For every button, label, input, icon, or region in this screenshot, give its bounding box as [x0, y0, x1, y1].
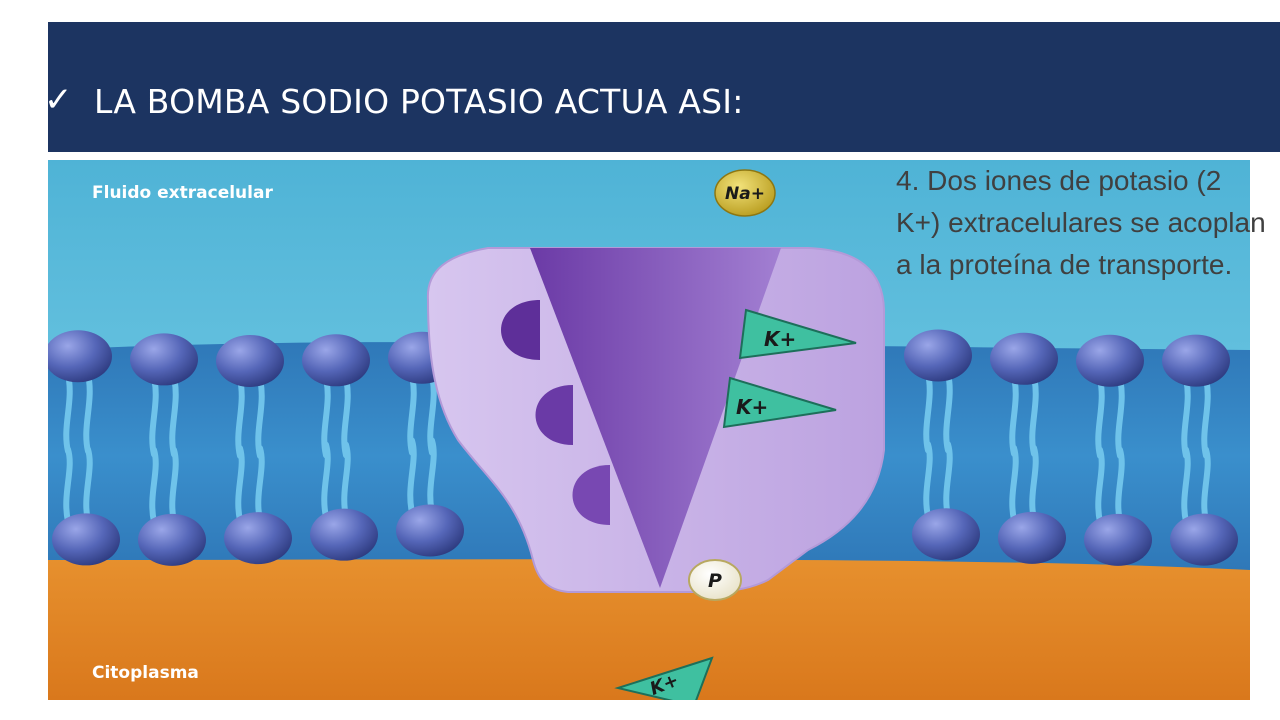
protein-channel	[530, 248, 781, 588]
lipid-head	[1084, 513, 1152, 566]
potassium-label-2: K+	[736, 395, 768, 419]
lipid-tail	[149, 446, 159, 525]
lipid-tail	[169, 374, 179, 458]
lipid-tail	[169, 446, 179, 525]
checkmark-icon: ✓	[44, 80, 73, 120]
phosphate-group: P	[688, 559, 742, 601]
lipid-tail	[1115, 375, 1125, 459]
lipid-heads-upper	[48, 329, 1230, 387]
lipid-tail	[1029, 444, 1039, 523]
lipid-tail	[1181, 375, 1191, 459]
lipid-head	[48, 330, 112, 383]
lipid-tail	[83, 371, 93, 455]
lipid-head	[1076, 334, 1144, 387]
lipid-head	[224, 512, 292, 565]
lipid-tail	[1095, 375, 1105, 459]
lipid-tail	[1009, 444, 1019, 523]
binding-site-2	[535, 385, 573, 445]
potassium-ion-bound-1: K+	[738, 308, 857, 360]
sodium-ion: Na+	[714, 169, 776, 217]
potassium-label-1: K+	[764, 327, 796, 351]
lipid-head	[310, 508, 378, 561]
lipid-tail	[83, 446, 93, 525]
extracellular-label: Fluido extracelular	[92, 183, 273, 203]
lipid-head	[1170, 513, 1238, 566]
phosphate-label: P	[708, 570, 722, 592]
lipid-tail	[341, 441, 351, 520]
lipid-head	[396, 504, 464, 557]
sodium-label: Na+	[725, 184, 765, 204]
lipid-tail	[1095, 446, 1105, 525]
slide-title: LA BOMBA SODIO POTASIO ACTUA ASI:	[94, 82, 744, 121]
title-bar	[48, 22, 1280, 152]
lipid-head	[138, 513, 206, 566]
potassium-ion-bound-2: K+	[722, 376, 837, 429]
lipid-tail	[255, 445, 265, 524]
step-caption: 4. Dos iones de potasio (2 K+) extracelu…	[896, 165, 1266, 280]
lipid-tail	[235, 375, 245, 459]
lipid-head	[904, 329, 972, 382]
lipid-tail	[1029, 373, 1039, 457]
sodium-potassium-pump-diagram: K+ K+ Na+ P K+ Fluido extracelu	[48, 160, 1250, 700]
lipid-tail	[63, 371, 73, 455]
binding-site-3	[572, 465, 610, 525]
lipid-tail	[321, 441, 331, 520]
potassium-ion-cytoplasm: K+	[614, 656, 714, 700]
lipid-tail	[1009, 373, 1019, 457]
lipid-tail	[427, 437, 437, 516]
lipid-tail	[1201, 446, 1211, 525]
lipid-heads-lower	[52, 504, 1238, 566]
lipid-tail	[943, 441, 953, 520]
lipid-tail	[943, 370, 953, 454]
lipid-head	[1162, 334, 1230, 387]
cytoplasm-label: Citoplasma	[92, 663, 199, 683]
lipid-tail	[1115, 446, 1125, 525]
lipid-tail	[1181, 446, 1191, 525]
lipid-head	[130, 333, 198, 386]
lipid-head	[302, 334, 370, 387]
binding-site-1	[501, 300, 540, 360]
lipid-tail	[923, 441, 933, 520]
lipid-head	[216, 334, 284, 387]
lipid-head	[912, 508, 980, 561]
lipid-tail	[235, 445, 245, 524]
lipid-tail	[63, 446, 73, 525]
lipid-tail	[1201, 375, 1211, 459]
lipid-tail	[255, 375, 265, 459]
lipid-tail	[923, 370, 933, 454]
lipid-head	[990, 332, 1058, 385]
lipid-head	[52, 513, 120, 566]
lipid-tail	[407, 437, 417, 516]
lipid-tail	[149, 374, 159, 458]
lipid-head	[998, 511, 1066, 564]
